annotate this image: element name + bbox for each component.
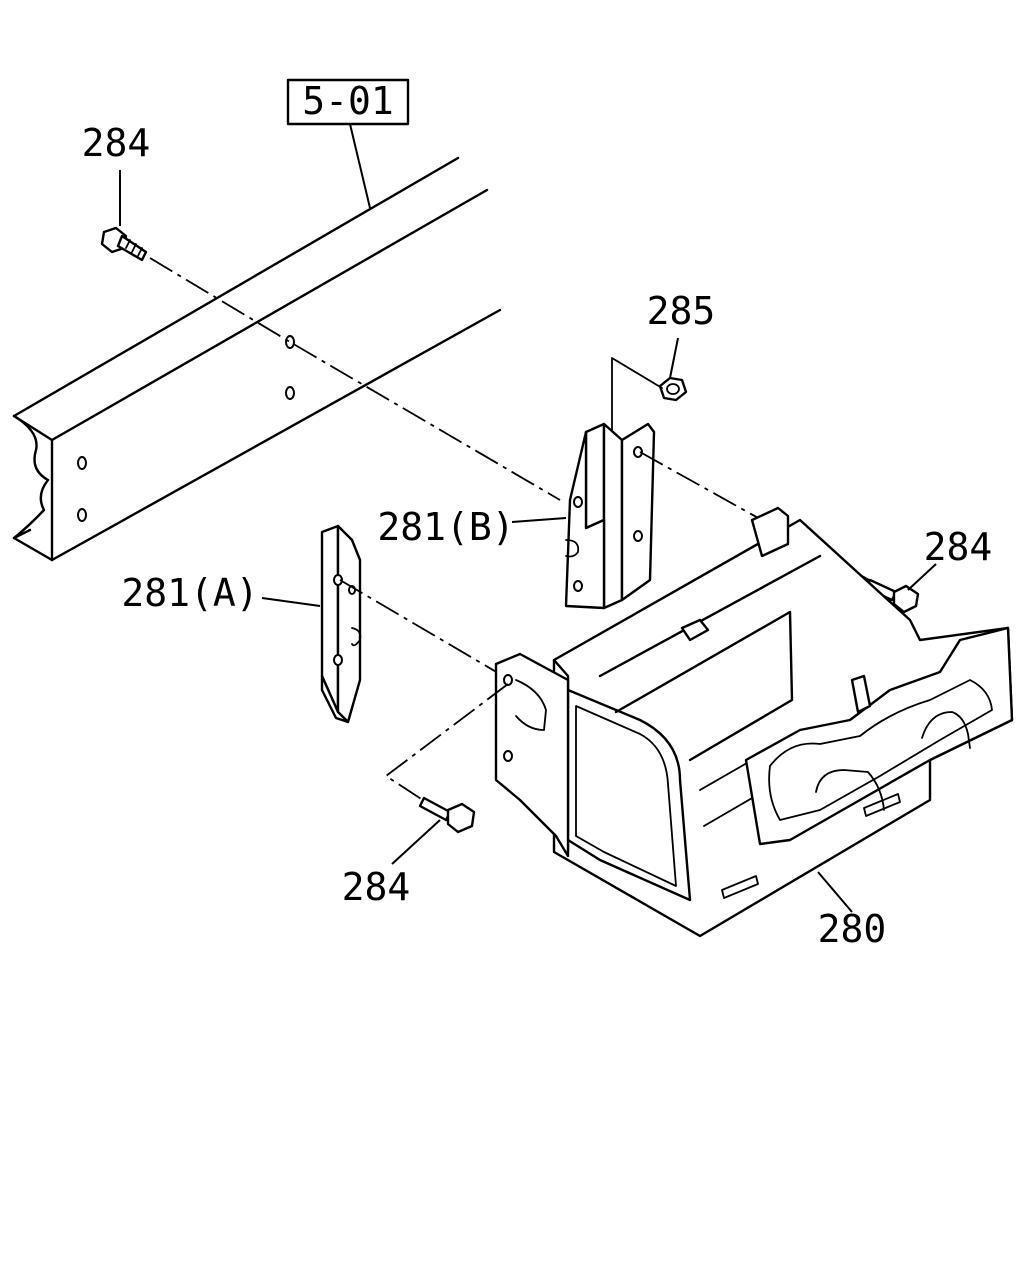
bolt-right (864, 578, 920, 614)
callout-285: 285 (647, 289, 716, 333)
nut-285 (658, 376, 688, 402)
callout-284-right: 284 (924, 525, 993, 569)
frame-rail (12, 156, 502, 562)
bracket-281b (564, 422, 656, 610)
reference-label: 5-01 (302, 79, 394, 123)
bolt-top-left (100, 226, 148, 262)
bolt-bottom (418, 796, 476, 834)
callout-281b: 281(B) (377, 505, 514, 549)
callout-284-bottom: 284 (342, 865, 411, 909)
callout-281a: 281(A) (121, 571, 258, 615)
callout-280: 280 (818, 907, 887, 951)
callout-284-top-left: 284 (82, 121, 151, 165)
battery-box-280 (494, 506, 1014, 938)
reference-box: 5-01 (286, 78, 410, 209)
bracket-281a (320, 524, 362, 724)
